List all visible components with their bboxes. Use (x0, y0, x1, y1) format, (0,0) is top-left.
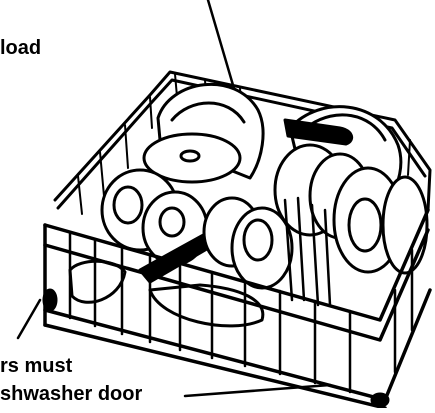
callout-label-must: rs must (0, 356, 72, 376)
leader-line-left (18, 300, 40, 338)
callout-label-load: load (0, 38, 41, 58)
callout-label-door: shwasher door (0, 384, 142, 404)
